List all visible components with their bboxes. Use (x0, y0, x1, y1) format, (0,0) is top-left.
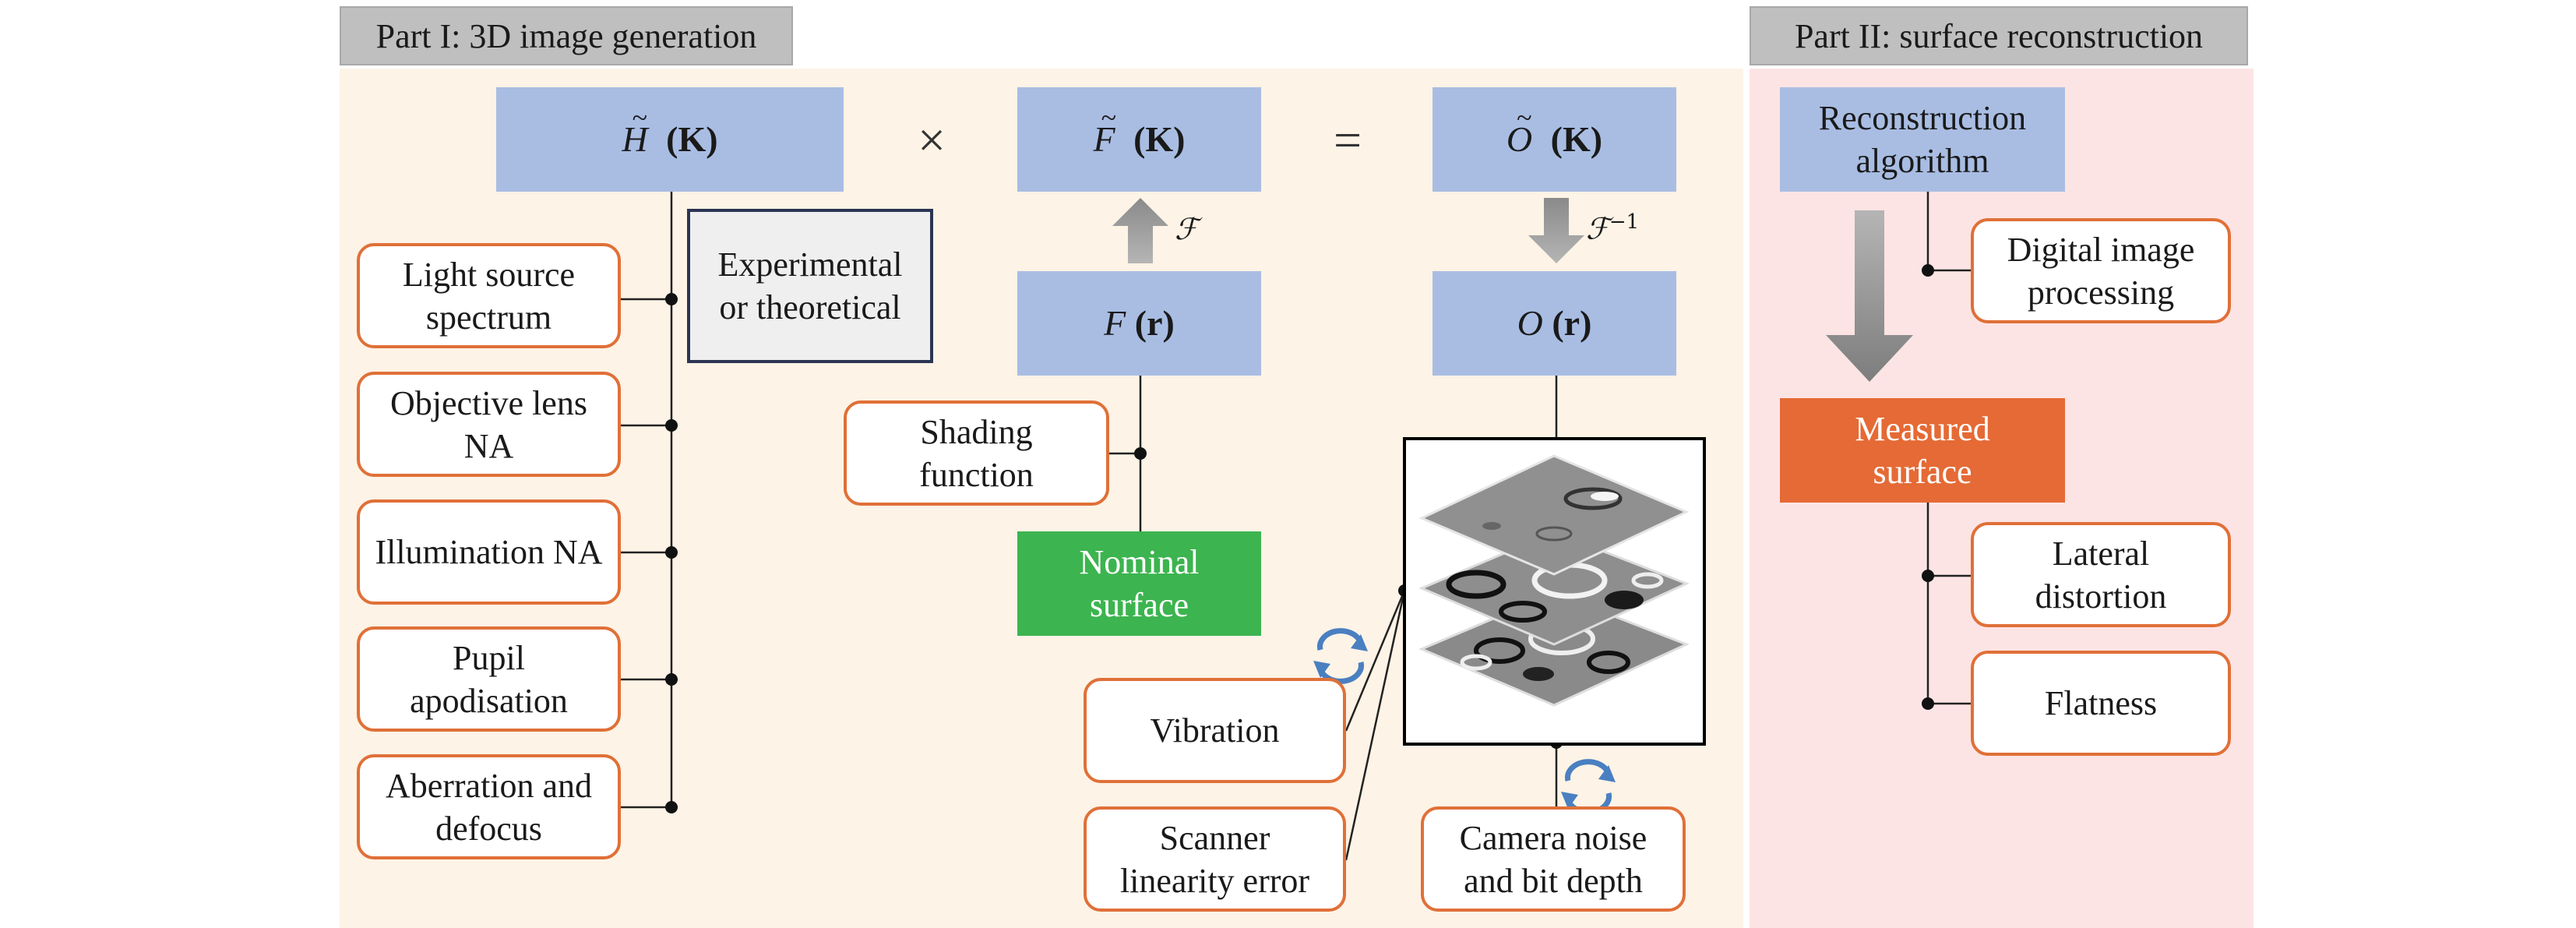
inverse-fourier-symbol: ℱ (1586, 211, 1609, 246)
f-object-box: F (r) (1017, 271, 1261, 376)
h-transfer-function-box: H ~ (K) (496, 87, 844, 192)
o-image-box: O (r) (1432, 271, 1676, 376)
factor-light-source: Light source spectrum (357, 243, 621, 348)
reconstruction-algorithm-box: Reconstruction algorithm (1780, 87, 2065, 192)
lateral-distortion-box: Lateral distortion (1971, 522, 2231, 627)
inverse-fourier-arrow (1528, 198, 1584, 263)
fr-symbol: F (1104, 303, 1126, 344)
equals-operator: = (1333, 112, 1362, 168)
image-layer-top (1418, 454, 1690, 576)
image-layer-bottom (1418, 591, 1690, 707)
or-argument: (r) (1552, 303, 1592, 344)
factor-objective-na: Objective lens NA (357, 372, 621, 477)
f-spectrum-box: F ~ (K) (1017, 87, 1261, 192)
h-symbol: H (622, 119, 648, 160)
reconstruction-arrow (1826, 210, 1913, 382)
o-spectrum-box: O ~ (K) (1432, 87, 1676, 192)
fr-argument: (r) (1134, 303, 1175, 344)
camera-noise-box: Camera noise and bit depth (1421, 806, 1686, 912)
flatness-box: Flatness (1971, 651, 2231, 756)
shading-function-box: Shading function (844, 400, 1109, 506)
part2-header: Part II: surface reconstruction (1750, 6, 2248, 65)
tilde-icon: ~ (1101, 101, 1117, 133)
inverse-fourier-label: ℱ−1 (1586, 210, 1639, 246)
experimental-theoretical-box: Experimental or theoretical (687, 209, 933, 363)
factor-pupil-apodisation: Pupil apodisation (357, 626, 621, 732)
o-argument: (K) (1550, 119, 1603, 160)
factor-illumination-na: Illumination NA (357, 499, 621, 605)
fourier-label: ℱ (1175, 212, 1198, 246)
measured-surface-box: Measured surface (1780, 398, 2065, 503)
image-stack (1403, 437, 1706, 746)
or-symbol: O (1517, 303, 1543, 344)
tilde-icon: ~ (632, 101, 648, 133)
digital-image-processing-box: Digital image processing (1971, 218, 2231, 323)
f-argument: (K) (1133, 119, 1186, 160)
multiply-operator: × (917, 112, 946, 168)
vibration-box: Vibration (1084, 678, 1346, 783)
refresh-icon (1317, 628, 1364, 684)
factor-aberration-defocus: Aberration and defocus (357, 754, 621, 859)
nominal-surface-box: Nominal surface (1017, 531, 1261, 636)
o-symbol: O (1506, 119, 1533, 160)
refresh-icon (1565, 759, 1612, 815)
fourier-arrow (1112, 198, 1168, 263)
h-argument: (K) (666, 119, 718, 160)
inverse-exponent: −1 (1609, 210, 1640, 234)
part1-header: Part I: 3D image generation (340, 6, 793, 65)
f-symbol: F (1093, 119, 1115, 160)
scanner-linearity-box: Scanner linearity error (1084, 806, 1346, 912)
tilde-icon: ~ (1517, 101, 1532, 133)
